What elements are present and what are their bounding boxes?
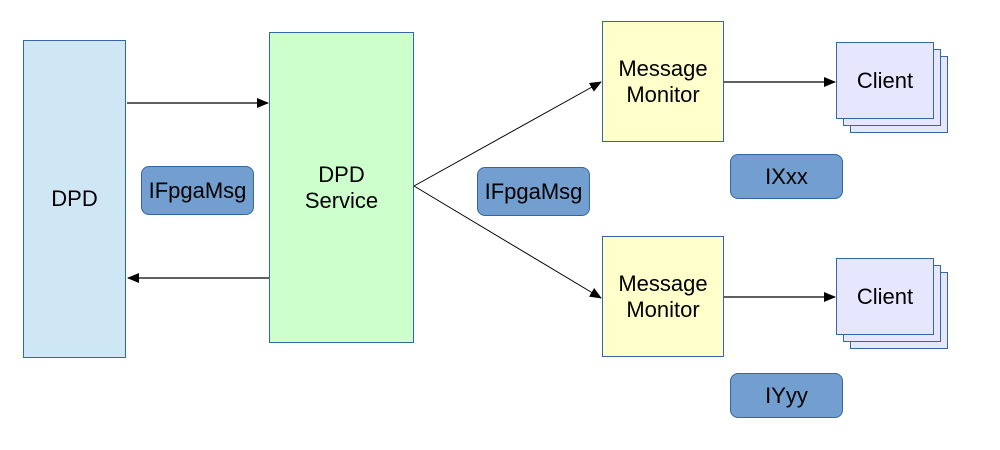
interface-badge-top-client-link-label: IXxx (765, 163, 808, 189)
client-top-stack: Client (836, 42, 948, 134)
interface-badge-dpd-link: IFpgaMsg (141, 166, 254, 215)
client-bottom-label: Client (856, 283, 914, 309)
client-top-sheet-front: Client (836, 42, 934, 119)
arrow-service-to-monitor-bottom (413, 185, 602, 299)
client-bottom-sheet-front: Client (836, 258, 934, 335)
message-monitor-bottom-node: Message Monitor (602, 236, 724, 357)
message-monitor-bottom-label: Message Monitor (618, 270, 708, 322)
interface-badge-top-client-link: IXxx (730, 154, 843, 199)
interface-badge-service-link: IFpgaMsg (477, 167, 590, 216)
interface-badge-bottom-client-link-label: IYyy (765, 382, 808, 408)
client-bottom-stack: Client (836, 258, 948, 350)
interface-badge-service-link-label: IFpgaMsg (484, 178, 583, 204)
dpd-label: DPD (51, 186, 98, 211)
interface-badge-dpd-link-label: IFpgaMsg (148, 177, 247, 203)
dpd-node: DPD (23, 40, 126, 358)
dpd-service-label: DPD Service (304, 161, 379, 213)
arrow-service-to-monitor-top (413, 81, 602, 187)
message-monitor-top-node: Message Monitor (602, 21, 724, 142)
client-top-label: Client (856, 67, 914, 93)
interface-badge-bottom-client-link: IYyy (730, 373, 843, 418)
dpd-service-node: DPD Service (269, 32, 414, 343)
message-monitor-top-label: Message Monitor (618, 55, 708, 107)
